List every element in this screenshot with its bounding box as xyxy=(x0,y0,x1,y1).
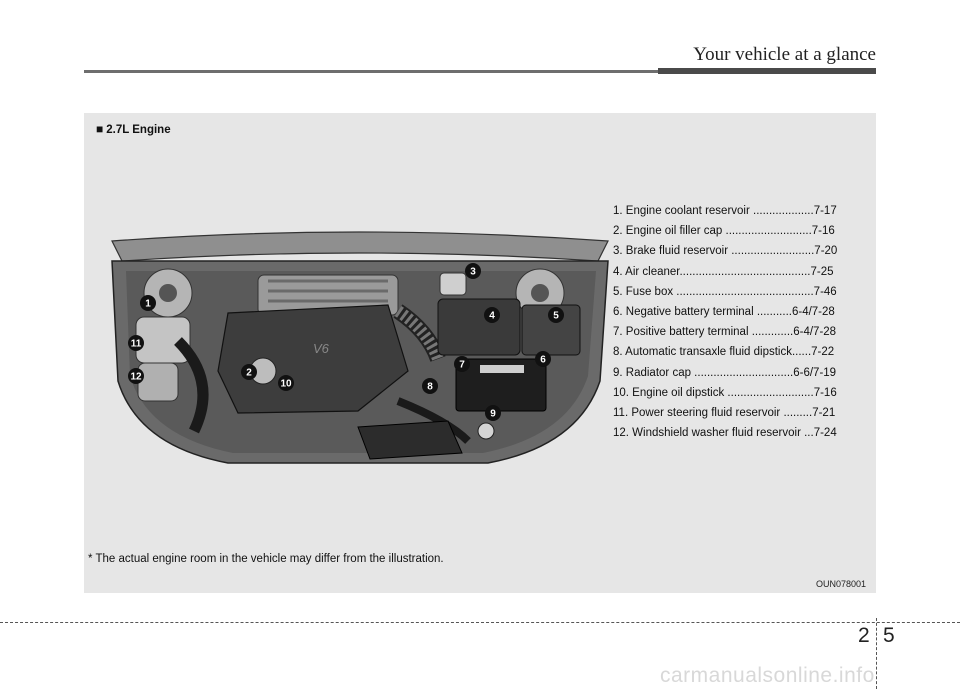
page-number: 5 xyxy=(883,624,895,647)
legend-item: 2. Engine oil filler cap ...............… xyxy=(613,225,835,238)
callout-11: 11 xyxy=(128,335,144,351)
engine-bay-illustration: V6 1 2 3 4 5 6 7 8 9 10 11 12 xyxy=(111,231,609,464)
callout-6: 6 xyxy=(535,351,551,367)
page-header-title: Your vehicle at a glance xyxy=(693,44,876,65)
air-cleaner xyxy=(437,298,521,356)
washer-reservoir xyxy=(137,362,179,402)
callout-10: 10 xyxy=(278,375,294,391)
callout-8: 8 xyxy=(422,378,438,394)
legend-item: 11. Power steering fluid reservoir .....… xyxy=(613,407,836,420)
legend-item: 4. Air cleaner..........................… xyxy=(613,265,834,278)
callout-9: 9 xyxy=(485,405,501,421)
left-strut-cap xyxy=(159,284,177,302)
svg-text:1: 1 xyxy=(145,299,151,310)
air-intake-hose-ribs xyxy=(394,306,444,362)
callout-12: 12 xyxy=(128,368,144,384)
image-code: OUN078001 xyxy=(815,579,866,589)
section-title: ■2.7L Engine xyxy=(96,122,171,136)
callout-3: 3 xyxy=(465,263,481,279)
svg-text:11: 11 xyxy=(131,339,142,350)
callout-7: 7 xyxy=(454,356,470,372)
engine-cover xyxy=(217,304,409,414)
header-rule-accent xyxy=(658,68,876,74)
watermark: carmanualsonline.info xyxy=(660,664,875,687)
callout-5: 5 xyxy=(548,307,564,323)
svg-text:10: 10 xyxy=(280,379,292,390)
chapter-number: 2 xyxy=(858,624,870,647)
svg-text:6: 6 xyxy=(540,355,546,366)
radiator-cap xyxy=(477,422,495,440)
legend-item: 10. Engine oil dipstick ................… xyxy=(613,386,837,399)
callout-1: 1 xyxy=(140,295,156,311)
battery-label-strip xyxy=(480,365,524,373)
legend-item: 9. Radiator cap ........................… xyxy=(613,366,837,379)
legend-item: 1. Engine coolant reservoir ............… xyxy=(613,205,837,217)
svg-text:2: 2 xyxy=(246,368,252,379)
svg-text:8: 8 xyxy=(427,382,433,393)
legend-item: 6. Negative battery terminal ...........… xyxy=(613,306,835,319)
legend-item: 7. Positive battery terminal ...........… xyxy=(613,326,837,339)
footer-divider xyxy=(876,618,877,689)
fuse-box xyxy=(521,304,581,356)
svg-text:9: 9 xyxy=(490,409,496,420)
callout-4: 4 xyxy=(484,307,500,323)
hood xyxy=(111,231,609,262)
section-title-text: 2.7L Engine xyxy=(106,124,171,136)
right-strut-cap xyxy=(531,284,549,302)
legend-item: 8. Automatic transaxle fluid dipstick...… xyxy=(613,346,835,359)
lower-hose xyxy=(174,337,209,434)
header-rule xyxy=(84,70,876,73)
engine-cover-label: V6 xyxy=(313,341,330,356)
svg-text:7: 7 xyxy=(459,360,465,371)
svg-text:12: 12 xyxy=(130,372,142,383)
legend-item: 12. Windshield washer fluid reservoir ..… xyxy=(613,427,837,440)
svg-text:3: 3 xyxy=(470,267,476,278)
brake-fluid-reservoir xyxy=(439,272,467,296)
illustration-footnote: * The actual engine room in the vehicle … xyxy=(88,553,444,565)
legend-item: 3. Brake fluid reservoir ...............… xyxy=(613,245,838,258)
radiator-duct xyxy=(357,420,463,460)
callout-2: 2 xyxy=(241,364,257,380)
svg-text:4: 4 xyxy=(489,311,495,322)
svg-text:5: 5 xyxy=(553,311,559,322)
square-bullet-icon: ■ xyxy=(96,122,104,136)
legend-item: 5. Fuse box ............................… xyxy=(613,285,837,298)
engine-figure-panel: ■2.7L Engine V6 xyxy=(84,113,876,593)
footer-rule xyxy=(0,622,960,623)
manifold-runners xyxy=(268,279,388,303)
component-legend: 1. Engine coolant reservoir ............… xyxy=(613,201,868,443)
